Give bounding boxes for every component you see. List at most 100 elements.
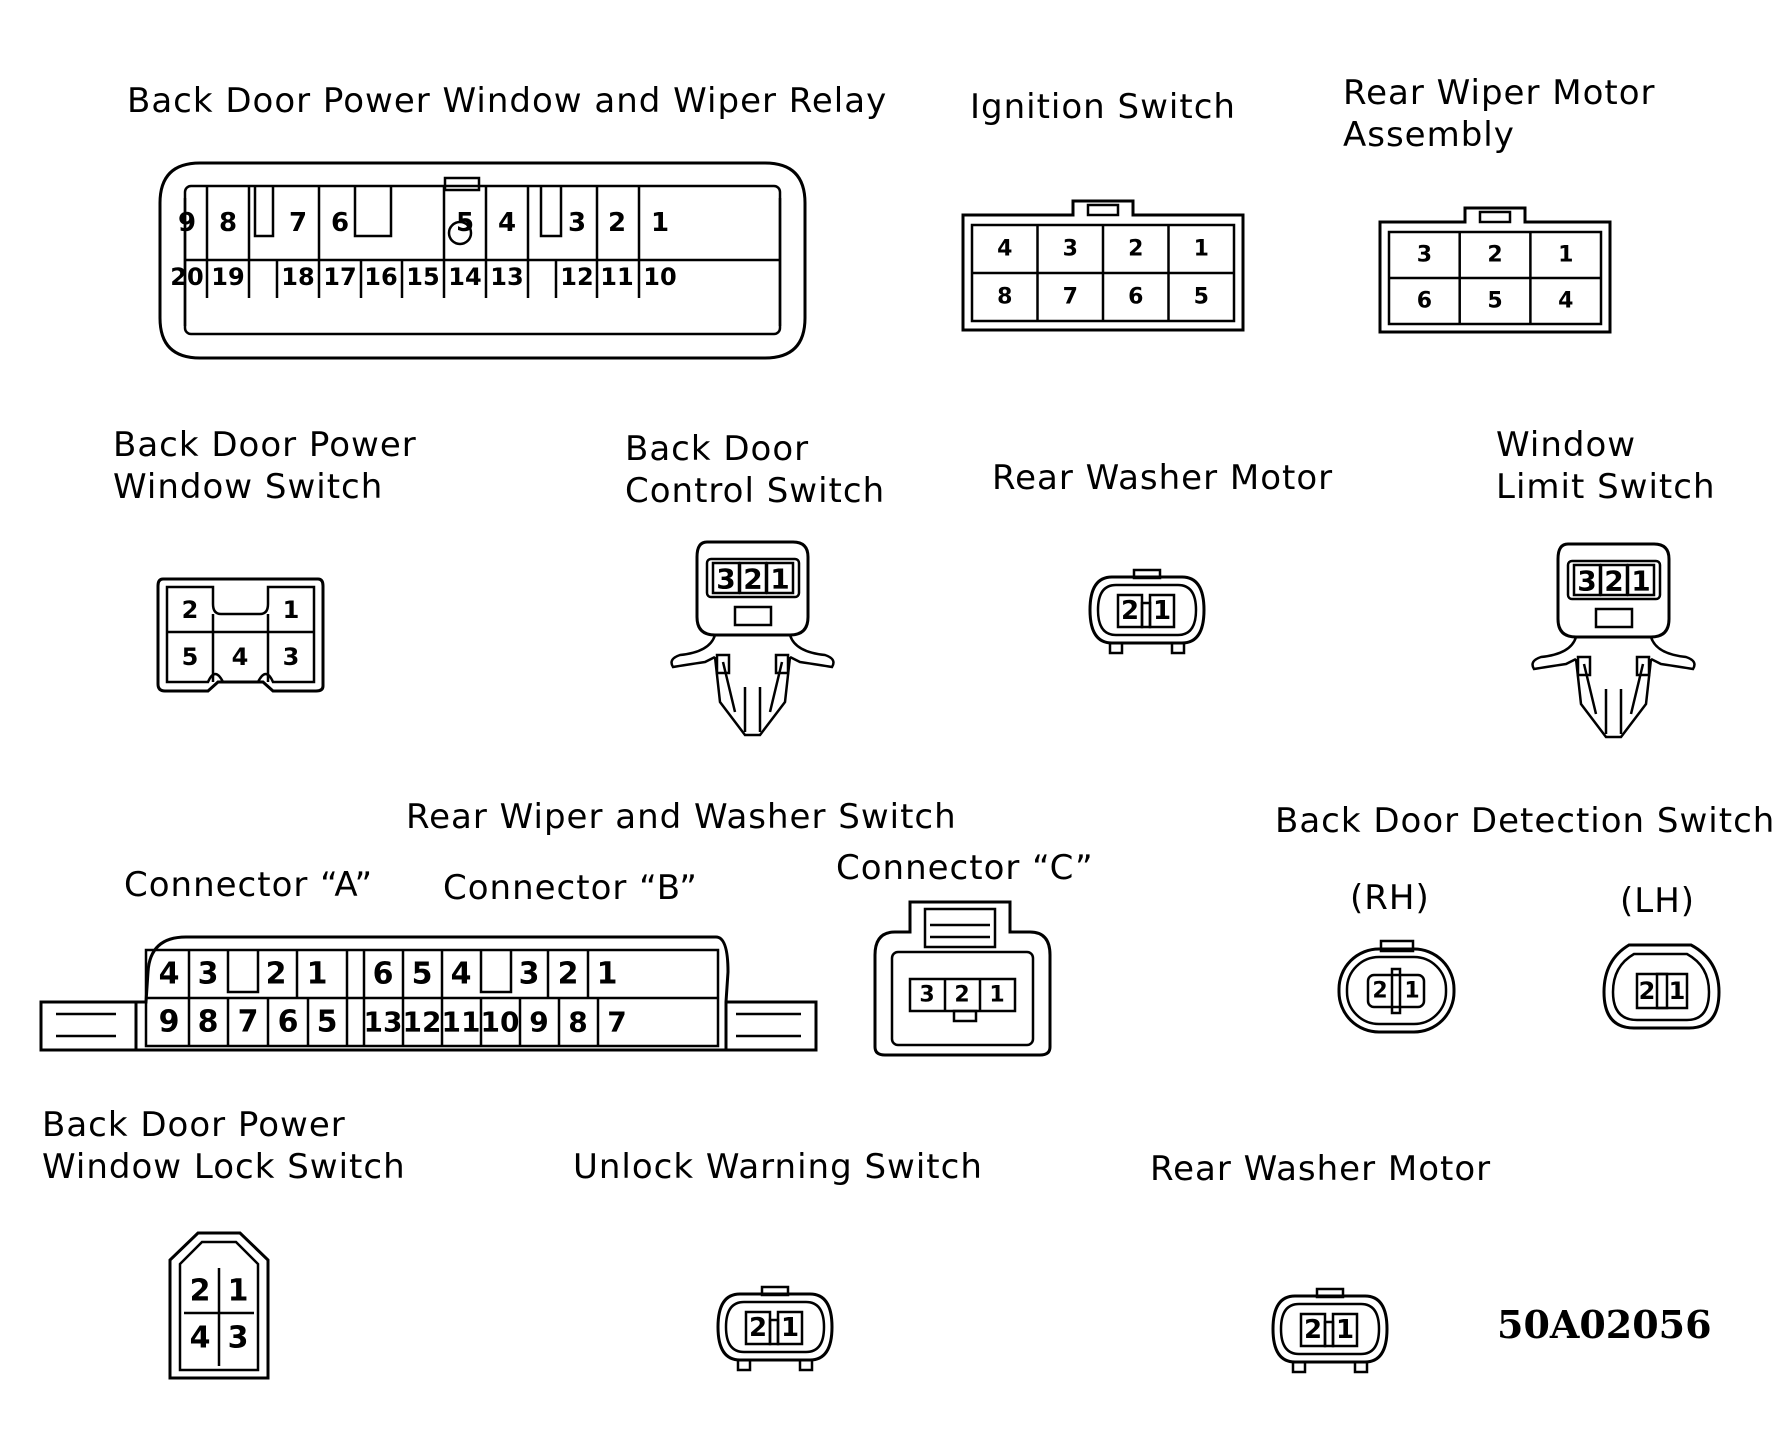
back-door-detection-switch-lh-connector: 2 1: [1599, 940, 1724, 1035]
connector-b-pin-13: 13: [364, 1006, 403, 1039]
window-limit-switch-connector: 3 2 1: [1526, 539, 1701, 744]
relay-pin-12: 12: [560, 263, 593, 291]
svg-text:1: 1: [1631, 565, 1650, 598]
relay-pin-6: 6: [331, 208, 349, 238]
unlock-warning-switch-label: Unlock Warning Switch: [573, 1147, 983, 1187]
connector-b-pin-1: 1: [597, 957, 618, 992]
connector-b-pin-5: 5: [412, 957, 433, 992]
lh-label: (LH): [1620, 881, 1696, 921]
rear-washer-motor-connector-1: 2 1: [1082, 565, 1212, 660]
connector-c-label: Connector “C”: [836, 848, 1094, 888]
connector-b-pin-8: 8: [568, 1006, 587, 1039]
connector-a-pin-6: 6: [278, 1005, 299, 1040]
relay-pin-1: 1: [651, 208, 669, 238]
connector-a-pin-9: 9: [159, 1005, 180, 1040]
connector-a-pin-1: 1: [307, 957, 328, 992]
unlock-warning-switch-connector: 2 1: [710, 1282, 840, 1377]
relay-pin-15: 15: [406, 263, 439, 291]
back-door-control-switch-label: Back Door Control Switch: [625, 429, 886, 511]
back-door-power-window-lock-switch-connector: 2 1 4 3: [160, 1228, 278, 1383]
relay-pin-16: 16: [364, 263, 397, 291]
svg-text:3: 3: [919, 983, 934, 1008]
svg-text:1: 1: [228, 1274, 249, 1309]
figure-code: 50A02056: [1497, 1302, 1712, 1347]
relay-pin-4: 4: [498, 208, 516, 238]
svg-text:1: 1: [283, 596, 300, 624]
ignition-pin-4: 4: [997, 237, 1012, 262]
wiper-motor-pin-5: 5: [1487, 289, 1502, 314]
connector-a-pin-8: 8: [198, 1005, 219, 1040]
relay-pin-17: 17: [323, 263, 356, 291]
ignition-pin-8: 8: [997, 285, 1012, 310]
svg-text:1: 1: [1336, 1315, 1354, 1345]
svg-text:3: 3: [283, 643, 300, 671]
wiper-motor-pin-6: 6: [1417, 289, 1432, 314]
svg-text:1: 1: [989, 983, 1004, 1008]
relay-pin-11: 11: [600, 263, 633, 291]
relay-pin-8: 8: [219, 208, 237, 238]
connector-b-label: Connector “B”: [443, 868, 698, 908]
relay-pin-3: 3: [568, 208, 586, 238]
svg-text:4: 4: [232, 643, 249, 671]
svg-text:3: 3: [228, 1321, 249, 1356]
svg-text:3: 3: [1577, 565, 1596, 598]
back-door-power-window-lock-switch-label: Back Door Power Window Lock Switch: [42, 1105, 406, 1187]
connector-a-pin-3: 3: [198, 957, 219, 992]
connector-b-pin-2: 2: [558, 957, 579, 992]
relay-pin-13: 13: [490, 263, 523, 291]
ignition-switch-connector: 4 3 2 1 8 7 6 5: [958, 195, 1248, 335]
rh-label: (RH): [1350, 878, 1430, 918]
connector-b-pin-6: 6: [373, 957, 394, 992]
rear-washer-motor-connector-2: 2 1: [1265, 1284, 1395, 1379]
back-door-detection-switch-label: Back Door Detection Switch: [1275, 801, 1776, 841]
ignition-pin-5: 5: [1194, 285, 1209, 310]
back-door-power-window-switch-label: Back Door Power Window Switch: [113, 425, 417, 507]
relay-pin-20: 20: [170, 263, 203, 291]
window-limit-switch-label: Window Limit Switch: [1496, 425, 1716, 507]
ignition-pin-2: 2: [1128, 237, 1143, 262]
svg-text:3: 3: [716, 563, 735, 596]
back-door-control-switch-connector: 3 2 1: [665, 537, 840, 742]
wiper-motor-pin-2: 2: [1487, 243, 1502, 268]
wiper-motor-pin-4: 4: [1558, 289, 1573, 314]
connector-a-pin-2: 2: [266, 957, 287, 992]
connector-b-pin-4: 4: [451, 957, 472, 992]
svg-text:2: 2: [190, 1274, 211, 1309]
svg-text:2: 2: [954, 983, 969, 1008]
connector-a-pin-5: 5: [317, 1005, 338, 1040]
svg-text:2: 2: [1372, 979, 1387, 1004]
back-door-power-window-switch-connector: 2 1 5 4 3: [153, 574, 328, 696]
connector-a-label: Connector “A”: [124, 865, 374, 905]
svg-text:4: 4: [190, 1321, 211, 1356]
connector-b-pin-10: 10: [481, 1006, 520, 1039]
svg-text:2: 2: [1604, 565, 1623, 598]
rear-wiper-motor-label: Rear Wiper Motor Assembly: [1343, 73, 1656, 155]
wiper-motor-pin-3: 3: [1417, 243, 1432, 268]
ignition-pin-7: 7: [1063, 285, 1078, 310]
svg-text:2: 2: [749, 1313, 767, 1343]
ignition-pin-1: 1: [1194, 237, 1209, 262]
relay-pin-2: 2: [608, 208, 626, 238]
relay-label: Back Door Power Window and Wiper Relay: [127, 81, 888, 121]
connector-b-pin-3: 3: [519, 957, 540, 992]
connector-b-pin-9: 9: [529, 1006, 548, 1039]
ignition-pin-3: 3: [1063, 237, 1078, 262]
svg-text:2: 2: [1639, 977, 1656, 1005]
svg-text:1: 1: [781, 1313, 799, 1343]
connector-c: 3 2 1: [870, 897, 1055, 1059]
ignition-switch-label: Ignition Switch: [970, 87, 1236, 127]
back-door-detection-switch-rh-connector: 2 1: [1334, 937, 1459, 1037]
connector-b-pin-12: 12: [403, 1006, 442, 1039]
svg-text:2: 2: [1304, 1315, 1322, 1345]
rear-washer-motor-label-2: Rear Washer Motor: [1150, 1149, 1492, 1189]
connector-a-pin-4: 4: [159, 957, 180, 992]
rear-washer-motor-label-1: Rear Washer Motor: [992, 458, 1334, 498]
svg-text:1: 1: [1669, 977, 1686, 1005]
svg-text:1: 1: [1153, 596, 1171, 626]
ignition-pin-6: 6: [1128, 285, 1143, 310]
svg-text:5: 5: [182, 643, 199, 671]
